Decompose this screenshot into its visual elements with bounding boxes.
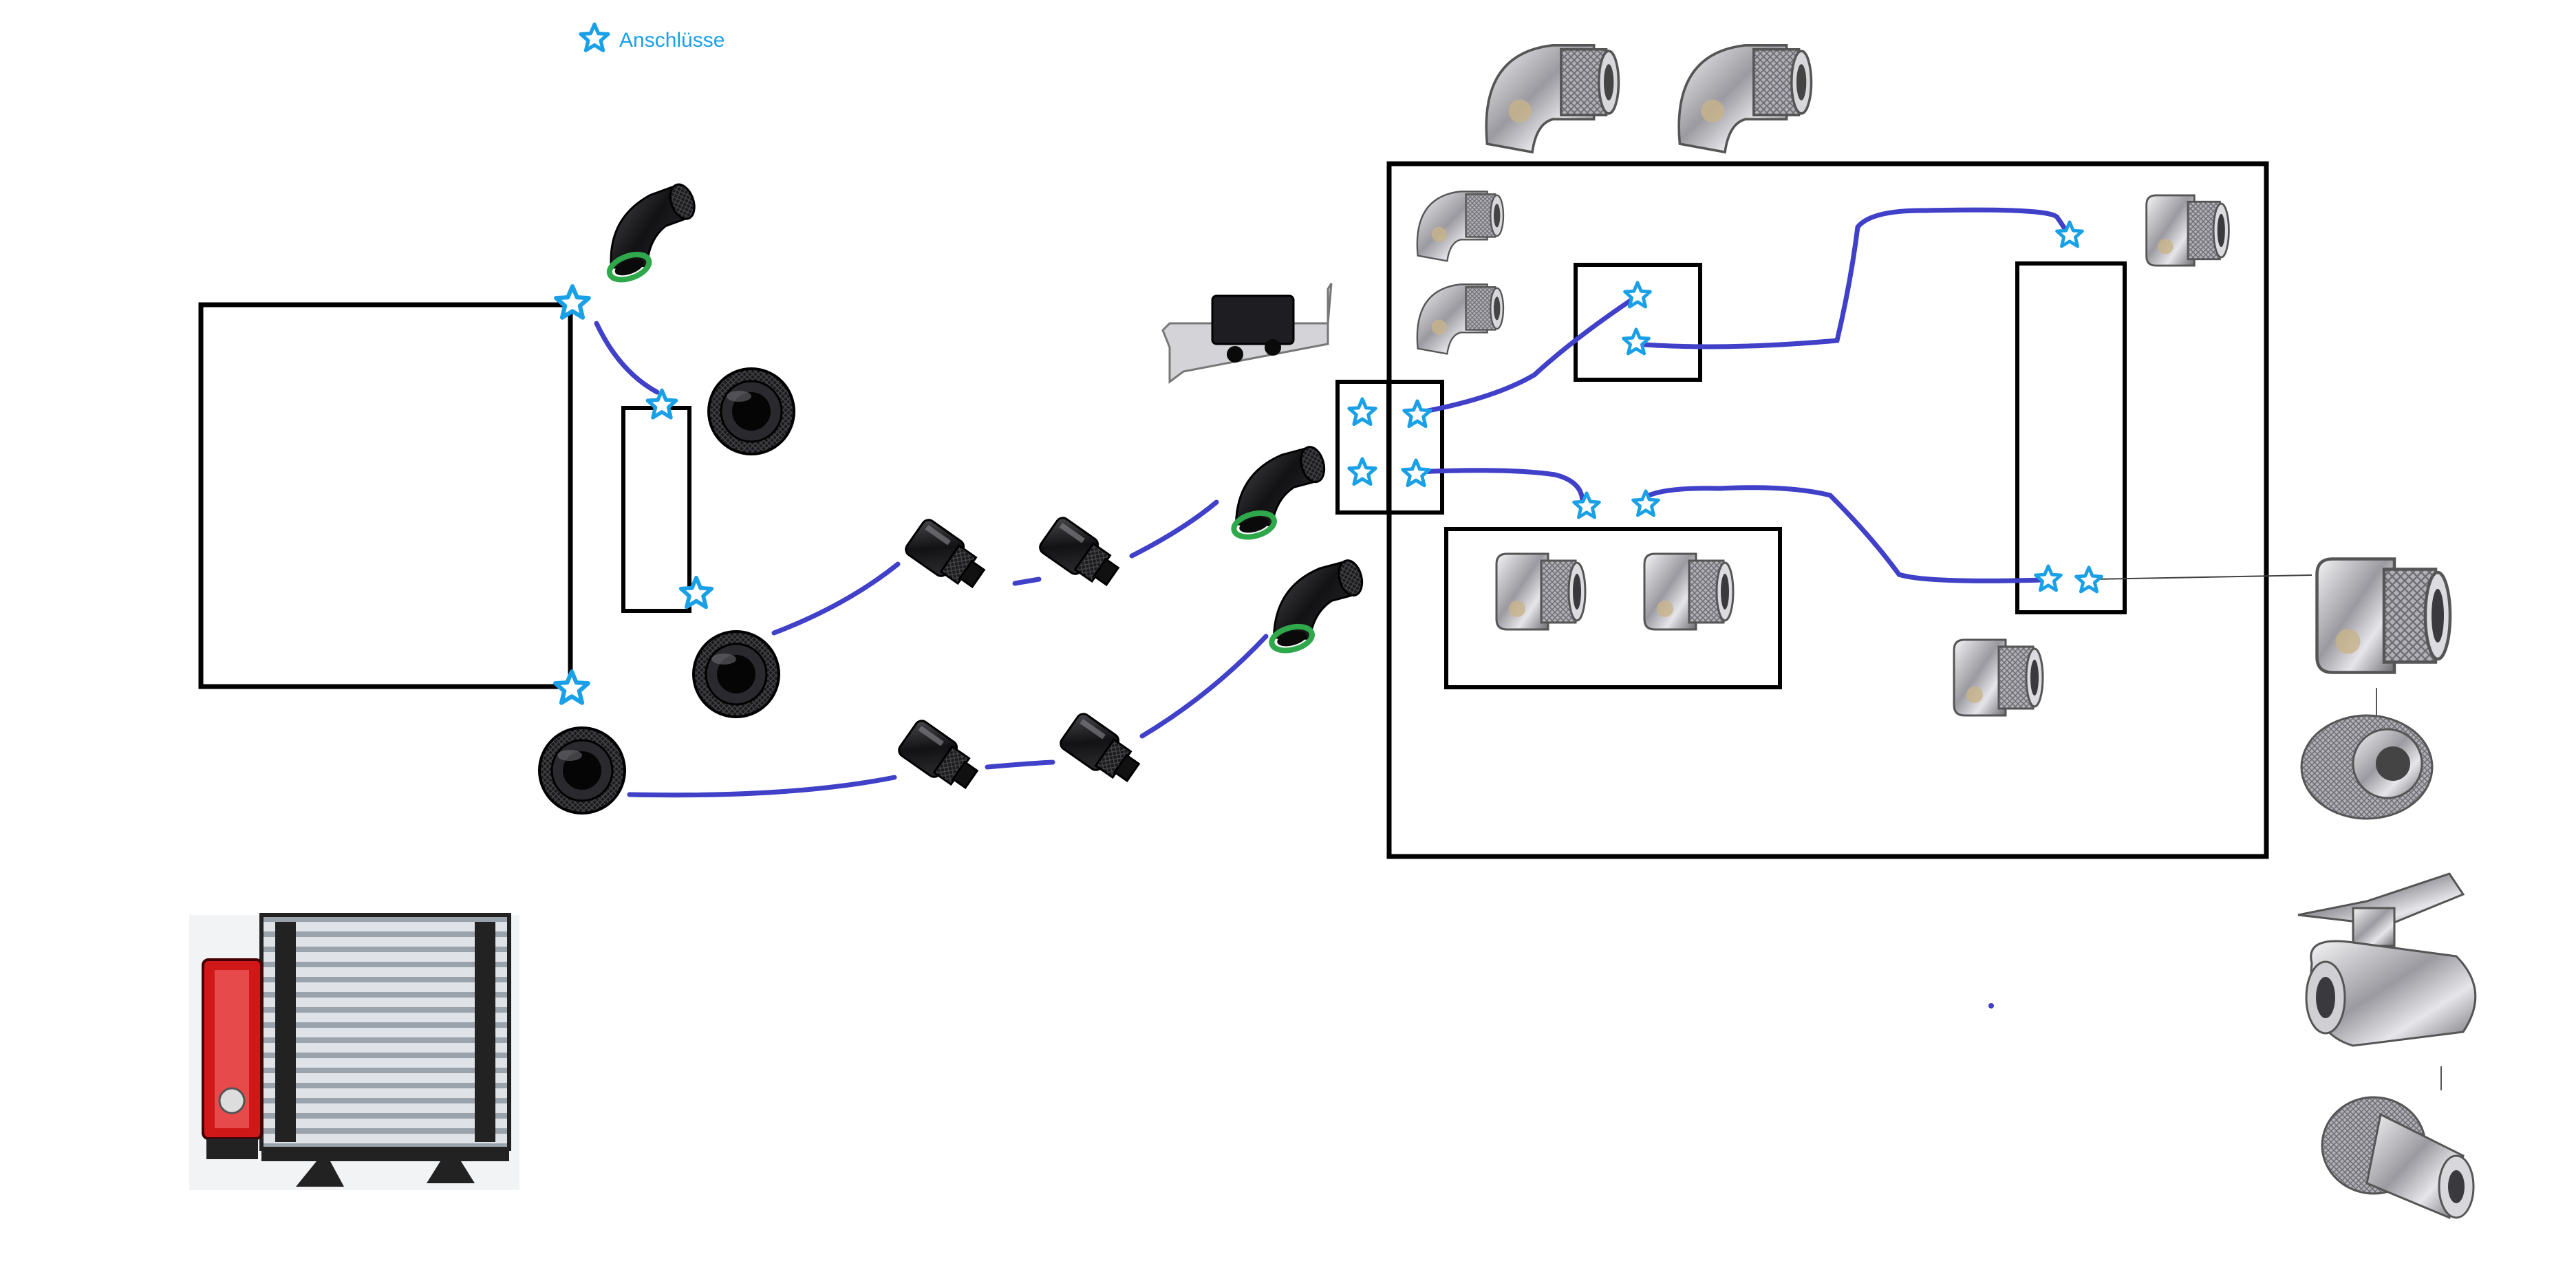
black-quick-disconnect [1057,710,1146,790]
black-compression-fitting [692,630,780,718]
leader-line [2091,574,2312,580]
chrome-angled-fitting [1677,43,1813,153]
tube-radiator-pump [594,321,660,395]
gpu-block-box [1574,263,1702,382]
chrome-barb-fitting [2321,1096,2475,1220]
tube-bottom-line [627,775,897,798]
star-icon [1349,459,1375,484]
radiator-box [198,302,573,689]
chrome-angled-fitting [1953,638,2044,717]
pump-box [621,406,691,613]
star-icon [647,390,676,418]
distribution-block-box [2015,261,2127,614]
star-icon [1404,401,1430,427]
chrome-angled-fitting [1643,552,1735,631]
chrome-angled-fitting [1416,191,1505,262]
tube-qd-gap-1 [1012,576,1042,586]
legend: Anschlüsse [581,24,724,52]
star-icon [1403,460,1429,486]
black-quick-disconnect [902,516,991,596]
black-quick-disconnect [895,717,985,797]
tube-gpu-distro [1633,207,2070,349]
star-icon [556,286,589,317]
chrome-angled-fitting [1495,552,1587,631]
black-angled-fitting [1219,444,1338,541]
star-icon [581,24,608,50]
black-compression-fitting [538,726,626,815]
tube-manifold-gpu [1415,293,1640,416]
chrome-extender-fitting [2300,714,2434,820]
star-icon [681,578,711,607]
star-icon [2076,568,2102,592]
chrome-angled-fitting [2145,194,2230,267]
slot-bracket-image [1161,283,1333,384]
tube-qd-gap-2 [985,759,1055,770]
tube-cpu-distro [1643,485,2046,583]
chrome-ball-valve [2297,872,2477,1047]
star-icon [555,671,588,702]
black-angled-fitting [589,181,711,284]
legend-label: Anschlüsse [619,29,724,52]
black-quick-disconnect [1036,514,1126,594]
tubes [594,207,2070,798]
star-icon [1349,399,1375,424]
tube-compression-qd1 [771,561,901,636]
tube-manifold-cpu [1415,468,1585,505]
stray-dot [1988,1003,1994,1009]
star-icon [1624,330,1649,354]
black-angled-fitting [1256,558,1375,655]
chrome-angled-fitting [1485,43,1620,153]
cpu-block-box [1444,527,1782,689]
radiator-with-reservoir-photo [189,913,519,1190]
black-compression-fitting [707,367,795,455]
star-icon [1574,493,1600,517]
tube-qd-angled-1 [1129,499,1219,559]
tube-qd-angled-2 [1139,634,1269,739]
chrome-rotary-fitting [2317,559,2451,673]
chrome-angled-fitting [1416,283,1505,355]
case-box [1386,161,2269,859]
star-icon [2036,566,2061,590]
